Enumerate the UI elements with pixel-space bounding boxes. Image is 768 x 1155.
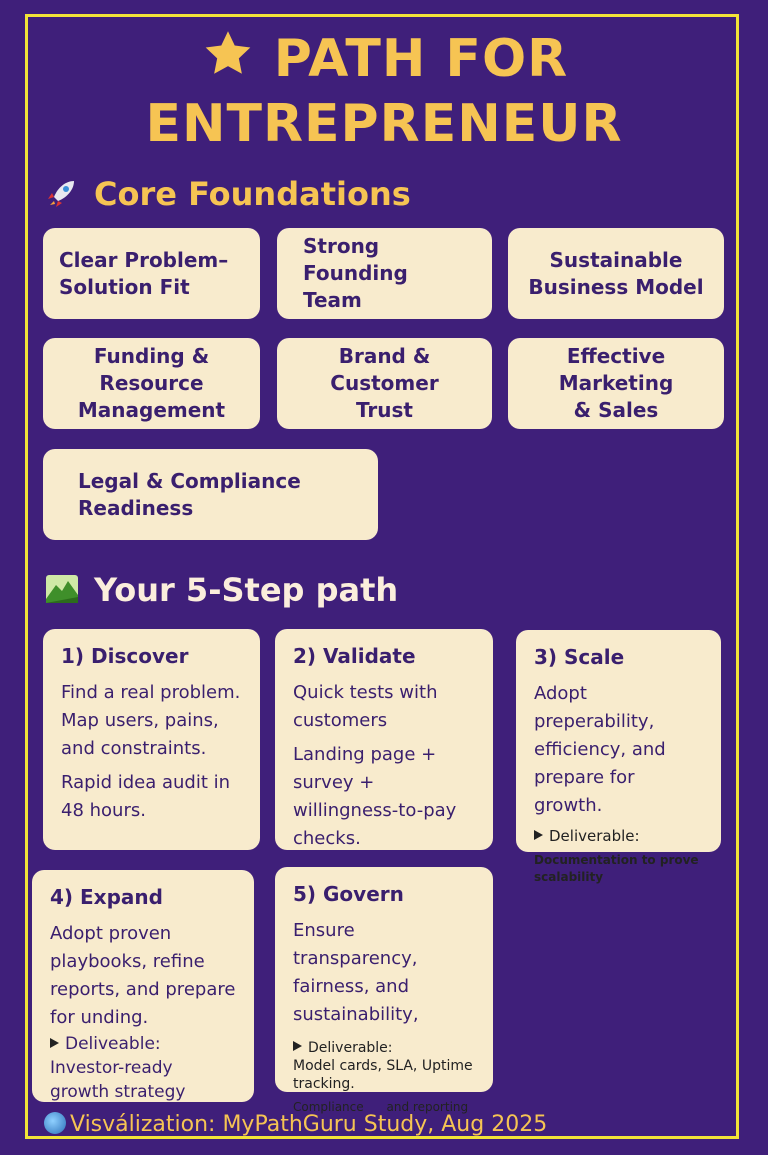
page-title-line-1: PATH FOR — [0, 28, 768, 89]
step-description: Adopt preperability, efficiency, and pre… — [534, 683, 666, 816]
deliverable-extra: Compliance and reporting — [293, 1100, 469, 1114]
foundation-card-1: Clear Problem– Solution Fit — [43, 228, 260, 319]
foundation-label: Clear Problem– Solution Fit — [59, 247, 229, 299]
triangle-bullet-icon — [534, 830, 543, 840]
step-description: Ensure transparency, fairness, and susta… — [293, 920, 419, 1025]
page-title-line-2: ENTREPRENEUR — [145, 94, 623, 154]
foundation-label: Funding & Resource Management — [77, 344, 226, 422]
border-frame — [25, 14, 739, 1139]
step-body: Quick tests with customers Landing page … — [293, 679, 475, 853]
step-card-1: 1) Discover Find a real problem. Map use… — [43, 629, 260, 850]
step-description: Find a real problem. Map users, pains, a… — [61, 682, 241, 759]
deliverable-label-text: Deliveable: — [65, 1034, 161, 1054]
deliverable-label: Deliveable: — [50, 1032, 236, 1056]
step-detail: Rapid idea audit in 48 hours. — [61, 772, 231, 821]
foundation-card-5: Brand & Customer Trust — [277, 338, 492, 429]
deliverable-text: Documentation to prove scalability — [534, 853, 699, 884]
deliverable-text: Model cards, SLA, Uptime tracking. — [293, 1058, 473, 1092]
foundation-card-6: Effective Marketing & Sales — [508, 338, 724, 429]
footer-credit: Visválization: MyPathGuru Study, Aug 202… — [44, 1110, 547, 1140]
foundation-label: Effective Marketing & Sales — [558, 344, 674, 422]
foundations-heading-text: Core Foundations — [94, 175, 411, 213]
foundation-label: Legal & Compliance Readiness — [78, 468, 301, 520]
triangle-bullet-icon — [293, 1041, 302, 1051]
footer-text: Visválization: MyPathGuru Study, Aug 202… — [70, 1112, 548, 1137]
step-body: Adopt proven playbooks, refine reports, … — [50, 920, 236, 1104]
section-heading-foundations: Core Foundations — [44, 174, 411, 214]
title-text-1: PATH FOR — [273, 29, 569, 89]
foundation-card-3: Sustainable Business Model — [508, 228, 724, 319]
step-body: Find a real problem. Map users, pains, a… — [61, 679, 242, 825]
section-heading-steps: Your 5-Step path — [44, 570, 398, 610]
mountain-icon — [46, 575, 78, 603]
deliverable-text: Investor-ready growth strategy — [50, 1058, 186, 1102]
step-description: Quick tests with customers — [293, 682, 438, 731]
step-title: 5) Govern — [293, 882, 404, 906]
step-body: Adopt preperability, efficiency, and pre… — [534, 680, 703, 820]
step-detail: Landing page + survey + willingness-to-p… — [293, 744, 457, 849]
deliverable-label-text: Deliverable: — [549, 827, 640, 845]
foundation-label: Brand & Customer Trust — [330, 344, 439, 422]
foundation-card-4: Funding & Resource Management — [43, 338, 260, 429]
rocket-icon — [48, 181, 74, 207]
foundation-card-7: Legal & Compliance Readiness — [43, 449, 378, 540]
step-card-3: 3) Scale Adopt preperability, efficiency… — [516, 630, 721, 884]
deliverable-label: Deliverable: — [293, 1039, 475, 1057]
step-title: 4) Expand — [50, 885, 163, 909]
foundation-label: Sustainable Business Model — [528, 247, 704, 299]
deliverable-label: Deliverable: — [534, 826, 703, 846]
step-title: 3) Scale — [534, 645, 625, 669]
deliverable-label-text: Deliverable: — [308, 1040, 393, 1056]
star-icon — [205, 31, 251, 74]
globe-icon — [44, 1112, 66, 1134]
foundation-card-2: Strong Founding Team — [277, 228, 492, 319]
step-card-2: 2) Validate Quick tests with customers L… — [275, 629, 493, 850]
step-card-5: 5) Govern Ensure transparency, fairness,… — [275, 867, 493, 1114]
steps-heading-text: Your 5-Step path — [94, 571, 399, 609]
foundation-label: Strong Founding Team — [303, 234, 408, 312]
step-title: 2) Validate — [293, 644, 416, 668]
step-body: Ensure transparency, fairness, and susta… — [293, 917, 475, 1029]
step-description: Adopt proven playbooks, refine reports, … — [50, 923, 236, 1028]
step-card-4: 4) Expand Adopt proven playbooks, refine… — [32, 870, 254, 1102]
triangle-bullet-icon — [50, 1038, 59, 1048]
step-title: 1) Discover — [61, 644, 189, 668]
